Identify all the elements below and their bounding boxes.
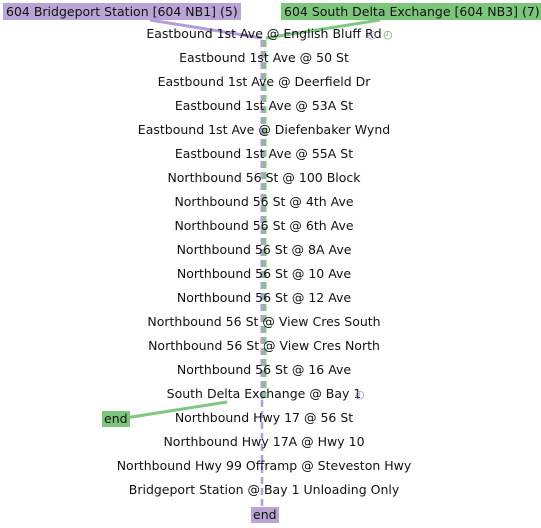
stop-label[interactable]: Northbound 56 St @ 100 Block [167, 170, 361, 185]
stop-label[interactable]: Bridgeport Station @ Bay 1 Unloading Onl… [128, 482, 400, 497]
purple-route-start-connector [149, 18, 263, 40]
stop-label[interactable]: Northbound 56 St @ 16 Ave [176, 362, 352, 377]
stop-label[interactable]: Eastbound 1st Ave @ English Bluff Rd [146, 26, 382, 41]
green-route-header[interactable]: 604 South Delta Exchange [604 NB3] (7) [281, 3, 541, 20]
stop-label[interactable]: Northbound 56 St @ View Cres North [148, 338, 380, 353]
stop-label[interactable]: Northbound 56 St @ 12 Ave [176, 290, 352, 305]
clock-icon: ◴ [367, 28, 377, 41]
stop-label[interactable]: Eastbound 1st Ave @ 55A St [174, 146, 354, 161]
stop-label[interactable]: Eastbound 1st Ave @ Deerfield Dr [157, 74, 371, 89]
stop-label[interactable]: Northbound 56 St @ 6th Ave [174, 218, 354, 233]
stop-label[interactable]: Northbound 56 St @ View Cres South [147, 314, 381, 329]
green-route-end-badge: end [102, 411, 130, 427]
stop-label[interactable]: Northbound Hwy 99 Offramp @ Steveston Hw… [116, 458, 412, 473]
stop-label[interactable]: Northbound 56 St @ 8A Ave [176, 242, 352, 257]
stop-label[interactable]: Northbound 56 St @ 4th Ave [174, 194, 354, 209]
green-route-end-connector [124, 400, 228, 420]
purple-route-end-badge: end [251, 507, 279, 523]
stop-label[interactable]: Eastbound 1st Ave @ 50 St [179, 50, 349, 65]
stop-label[interactable]: Northbound Hwy 17A @ Hwy 10 [163, 434, 365, 449]
clock-icon: ◴ [355, 388, 365, 401]
green-route-start-connector [265, 18, 381, 40]
stop-label[interactable]: South Delta Exchange @ Bay 1 [166, 386, 362, 401]
stop-label[interactable]: Northbound 56 St @ 10 Ave [176, 266, 352, 281]
stop-label[interactable]: Eastbound 1st Ave @ Diefenbaker Wynd [137, 122, 391, 137]
purple-route-header[interactable]: 604 Bridgeport Station [604 NB1] (5) [3, 3, 241, 20]
clock-icon: ◴ [383, 28, 393, 41]
stop-label[interactable]: Eastbound 1st Ave @ 53A St [174, 98, 354, 113]
stop-label[interactable]: Northbound Hwy 17 @ 56 St [174, 410, 354, 425]
